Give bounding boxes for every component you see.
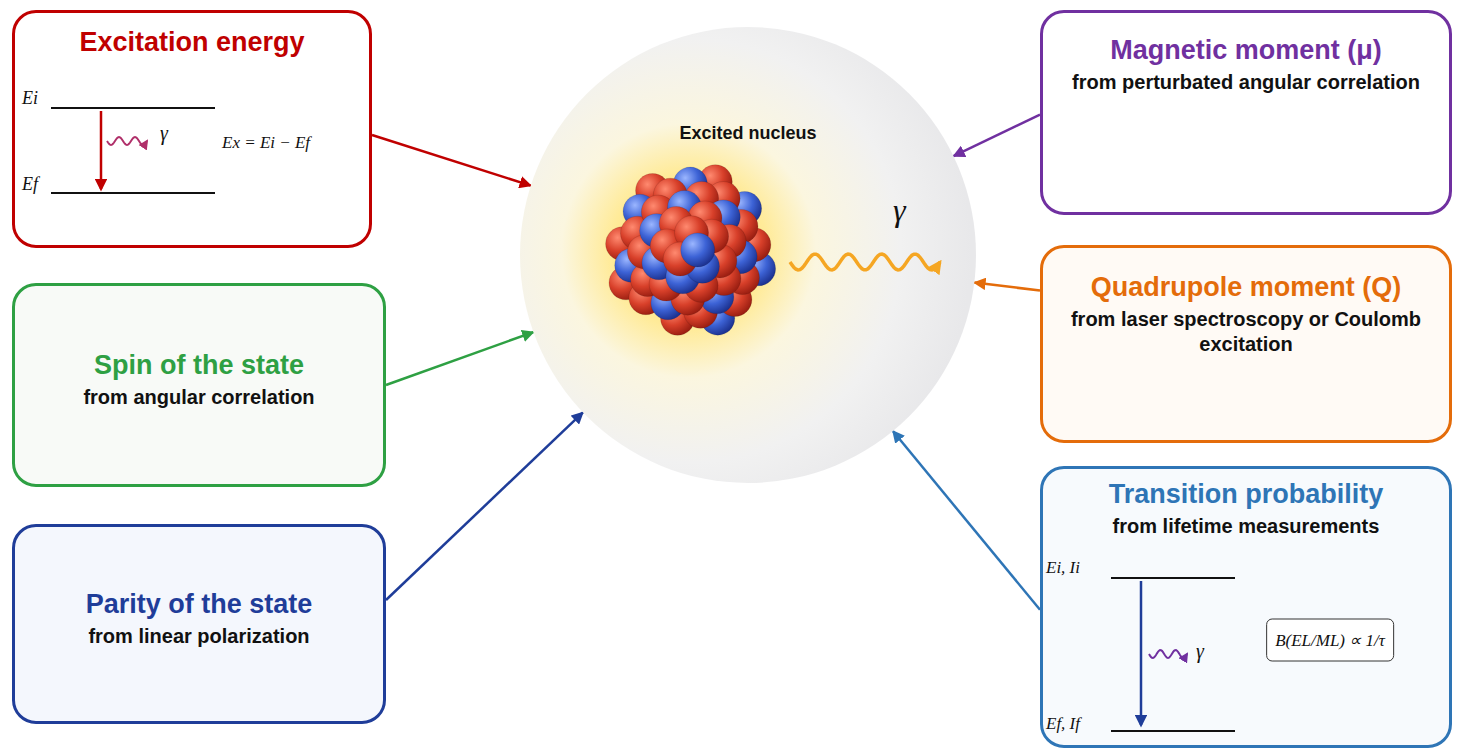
node-illustration [520, 27, 976, 483]
property-box: Transition probability from lifetime meas… [1040, 466, 1452, 748]
box-title: Magnetic moment (μ) [1094, 35, 1398, 66]
symbol-label: Ef, If [1046, 714, 1080, 734]
symbol-label: Ei [22, 88, 38, 109]
box-title: Spin of the state [78, 350, 320, 381]
gamma-wave [107, 137, 147, 145]
box-title: Transition probability [1093, 479, 1400, 510]
property-box: Magnetic moment (μ) from perturbated angu… [1040, 10, 1452, 215]
transition-arrow [100, 111, 103, 189]
connector-arrow [372, 135, 531, 186]
gamma-wave [790, 254, 940, 270]
transition-arrow [1140, 581, 1143, 725]
symbol-label: γ [1196, 640, 1204, 663]
nucleus-ball [606, 165, 776, 336]
formula-label: B(EL/ML) ∝ 1/τ [1266, 619, 1394, 662]
symbol-label: Ex = Ei − Ef [222, 133, 310, 153]
connector-arrow [953, 115, 1040, 157]
symbol-label: γ [160, 122, 168, 145]
level-line [1111, 577, 1235, 579]
property-box: Parity of the state from linear polarizat… [12, 524, 386, 724]
nucleus-glow [520, 27, 976, 483]
level-line [51, 107, 215, 109]
box-subtitle: from angular correlation [67, 385, 330, 410]
property-box: Excitation energy [12, 10, 372, 248]
connector-arrow [386, 332, 533, 385]
node-illustration [1043, 469, 1455, 751]
property-box: Quadrupole moment (Q) from laser spectros… [1040, 245, 1452, 443]
box-subtitle: from perturbated angular correlation [1056, 70, 1436, 95]
connector-arrow [893, 431, 1040, 610]
box-title: Parity of the state [70, 589, 329, 620]
nucleus-circle: Excited nucleus [520, 27, 976, 483]
box-subtitle: from lifetime measurements [1097, 514, 1396, 539]
level-line [1111, 730, 1235, 732]
box-subtitle: from laser spectroscopy or Coulomb excit… [1043, 307, 1449, 357]
symbol-label: γ [893, 192, 906, 229]
symbol-label: Ei, Ii [1046, 558, 1080, 578]
box-subtitle: from linear polarization [72, 624, 325, 649]
box-title: Quadrupole moment (Q) [1075, 272, 1418, 303]
connector-arrow [386, 412, 583, 600]
box-title: Excitation energy [63, 27, 320, 58]
symbol-label: Ef [22, 174, 38, 195]
node-title: Excited nucleus [663, 123, 832, 144]
gamma-wave [1149, 650, 1187, 658]
connector-arrow [974, 283, 1040, 291]
property-box: Spin of the state from angular correlatio… [12, 283, 386, 487]
level-line [51, 192, 215, 194]
